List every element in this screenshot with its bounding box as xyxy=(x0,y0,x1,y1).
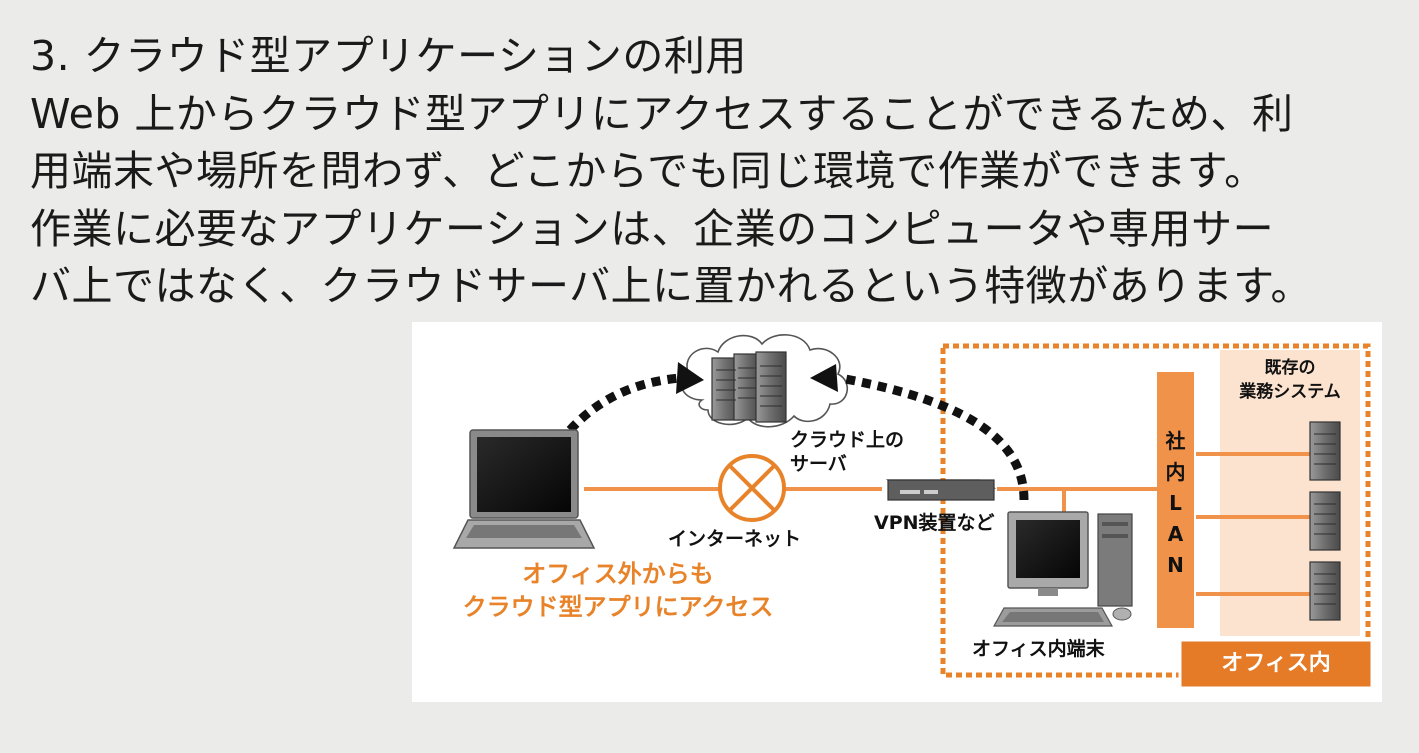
office-terminal-label: オフィス内端末 xyxy=(972,638,1105,660)
laptop xyxy=(452,429,596,549)
office-boundary xyxy=(940,343,1371,678)
cloud-server-label: クラウド上の サーバ xyxy=(790,429,905,475)
explanation-text: 3. クラウド型アプリケーションの利用 Web 上からクラウド型アプリにアクセス… xyxy=(30,28,1400,316)
existing-systems-label: 既存の 業務システム xyxy=(1239,358,1341,402)
vpn-label: VPN装置など xyxy=(874,512,995,534)
outside-access-label: オフィス外からも クラウド型アプリにアクセス xyxy=(462,560,774,621)
cloud-app-diagram: クラウド上の サーバ インターネット VPN装置など オフィス外からも クラウド… xyxy=(412,322,1382,702)
office-label: オフィス内 xyxy=(1221,651,1331,676)
office-terminal xyxy=(992,511,1133,627)
heading-line: 3. クラウド型アプリケーションの利用 xyxy=(30,32,747,80)
internet-symbol xyxy=(718,454,786,522)
remote-access-arrowhead xyxy=(676,362,704,394)
remote-access-arc xyxy=(566,373,681,434)
office-label-box xyxy=(1178,638,1374,690)
body-line-1: Web 上からクラウド型アプリにアクセスすることができるため、利 xyxy=(30,89,1294,138)
diagram-graphics xyxy=(452,334,1374,690)
vpn-device xyxy=(885,479,997,501)
body-line-2: 用端末や場所を問わず、どこからでも同じ環境で作業ができます。 xyxy=(30,147,1266,195)
body-line-3: 作業に必要なアプリケーションは、企業のコンピュータや専用サー xyxy=(30,204,1275,253)
office-access-arc xyxy=(839,373,1029,501)
existing-server-racks xyxy=(1309,421,1341,621)
internet-label: インターネット xyxy=(668,528,802,550)
office-access-arrowhead xyxy=(810,364,838,392)
lan-bar xyxy=(1157,372,1194,628)
cloud-servers xyxy=(711,351,787,423)
body-line-4: バ上ではなく、クラウドサーバ上に置かれるという特徴があります。 xyxy=(30,262,1312,310)
lan-label: 社 内 L A N xyxy=(1165,429,1186,577)
